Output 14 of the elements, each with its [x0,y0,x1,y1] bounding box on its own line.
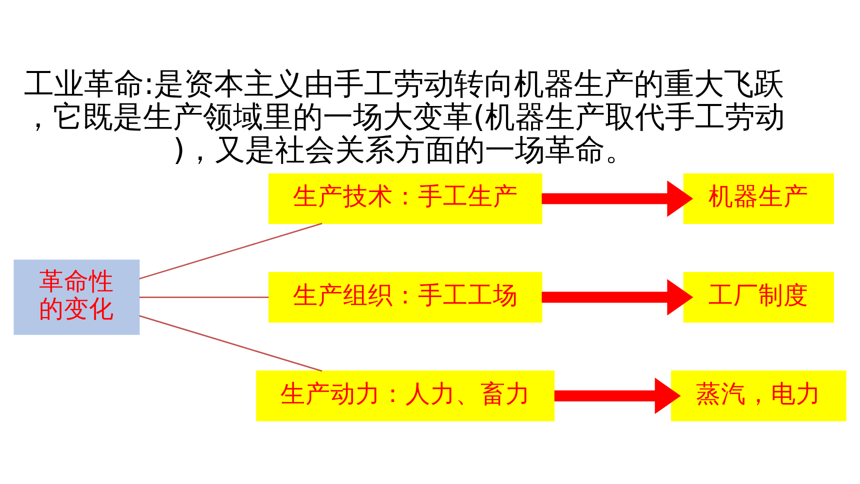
connector [139,314,322,372]
connector [139,222,322,279]
node-box: 机器生产 [683,172,834,224]
arrow [542,180,694,216]
node-box: 生产组织：手工工场 [268,271,542,322]
node-box: 革命性的变化 [14,259,140,334]
node-box: 蒸汽，电力 [671,370,846,421]
arrow [554,377,681,414]
node-box: 生产技术：手工生产 [268,172,542,224]
arrow [542,278,694,315]
connector [139,296,269,298]
diagram-title: 工业革命:是资本主义由手工劳动转向机器生产的重大飞跃，它既是生产领域里的一场大变革(机器生产取代手工劳动)，又是社会关系方面的一场革命。 [23,66,785,168]
node-box: 工厂制度 [683,271,834,322]
node-box: 生产动力：人力、畜力 [256,370,555,421]
